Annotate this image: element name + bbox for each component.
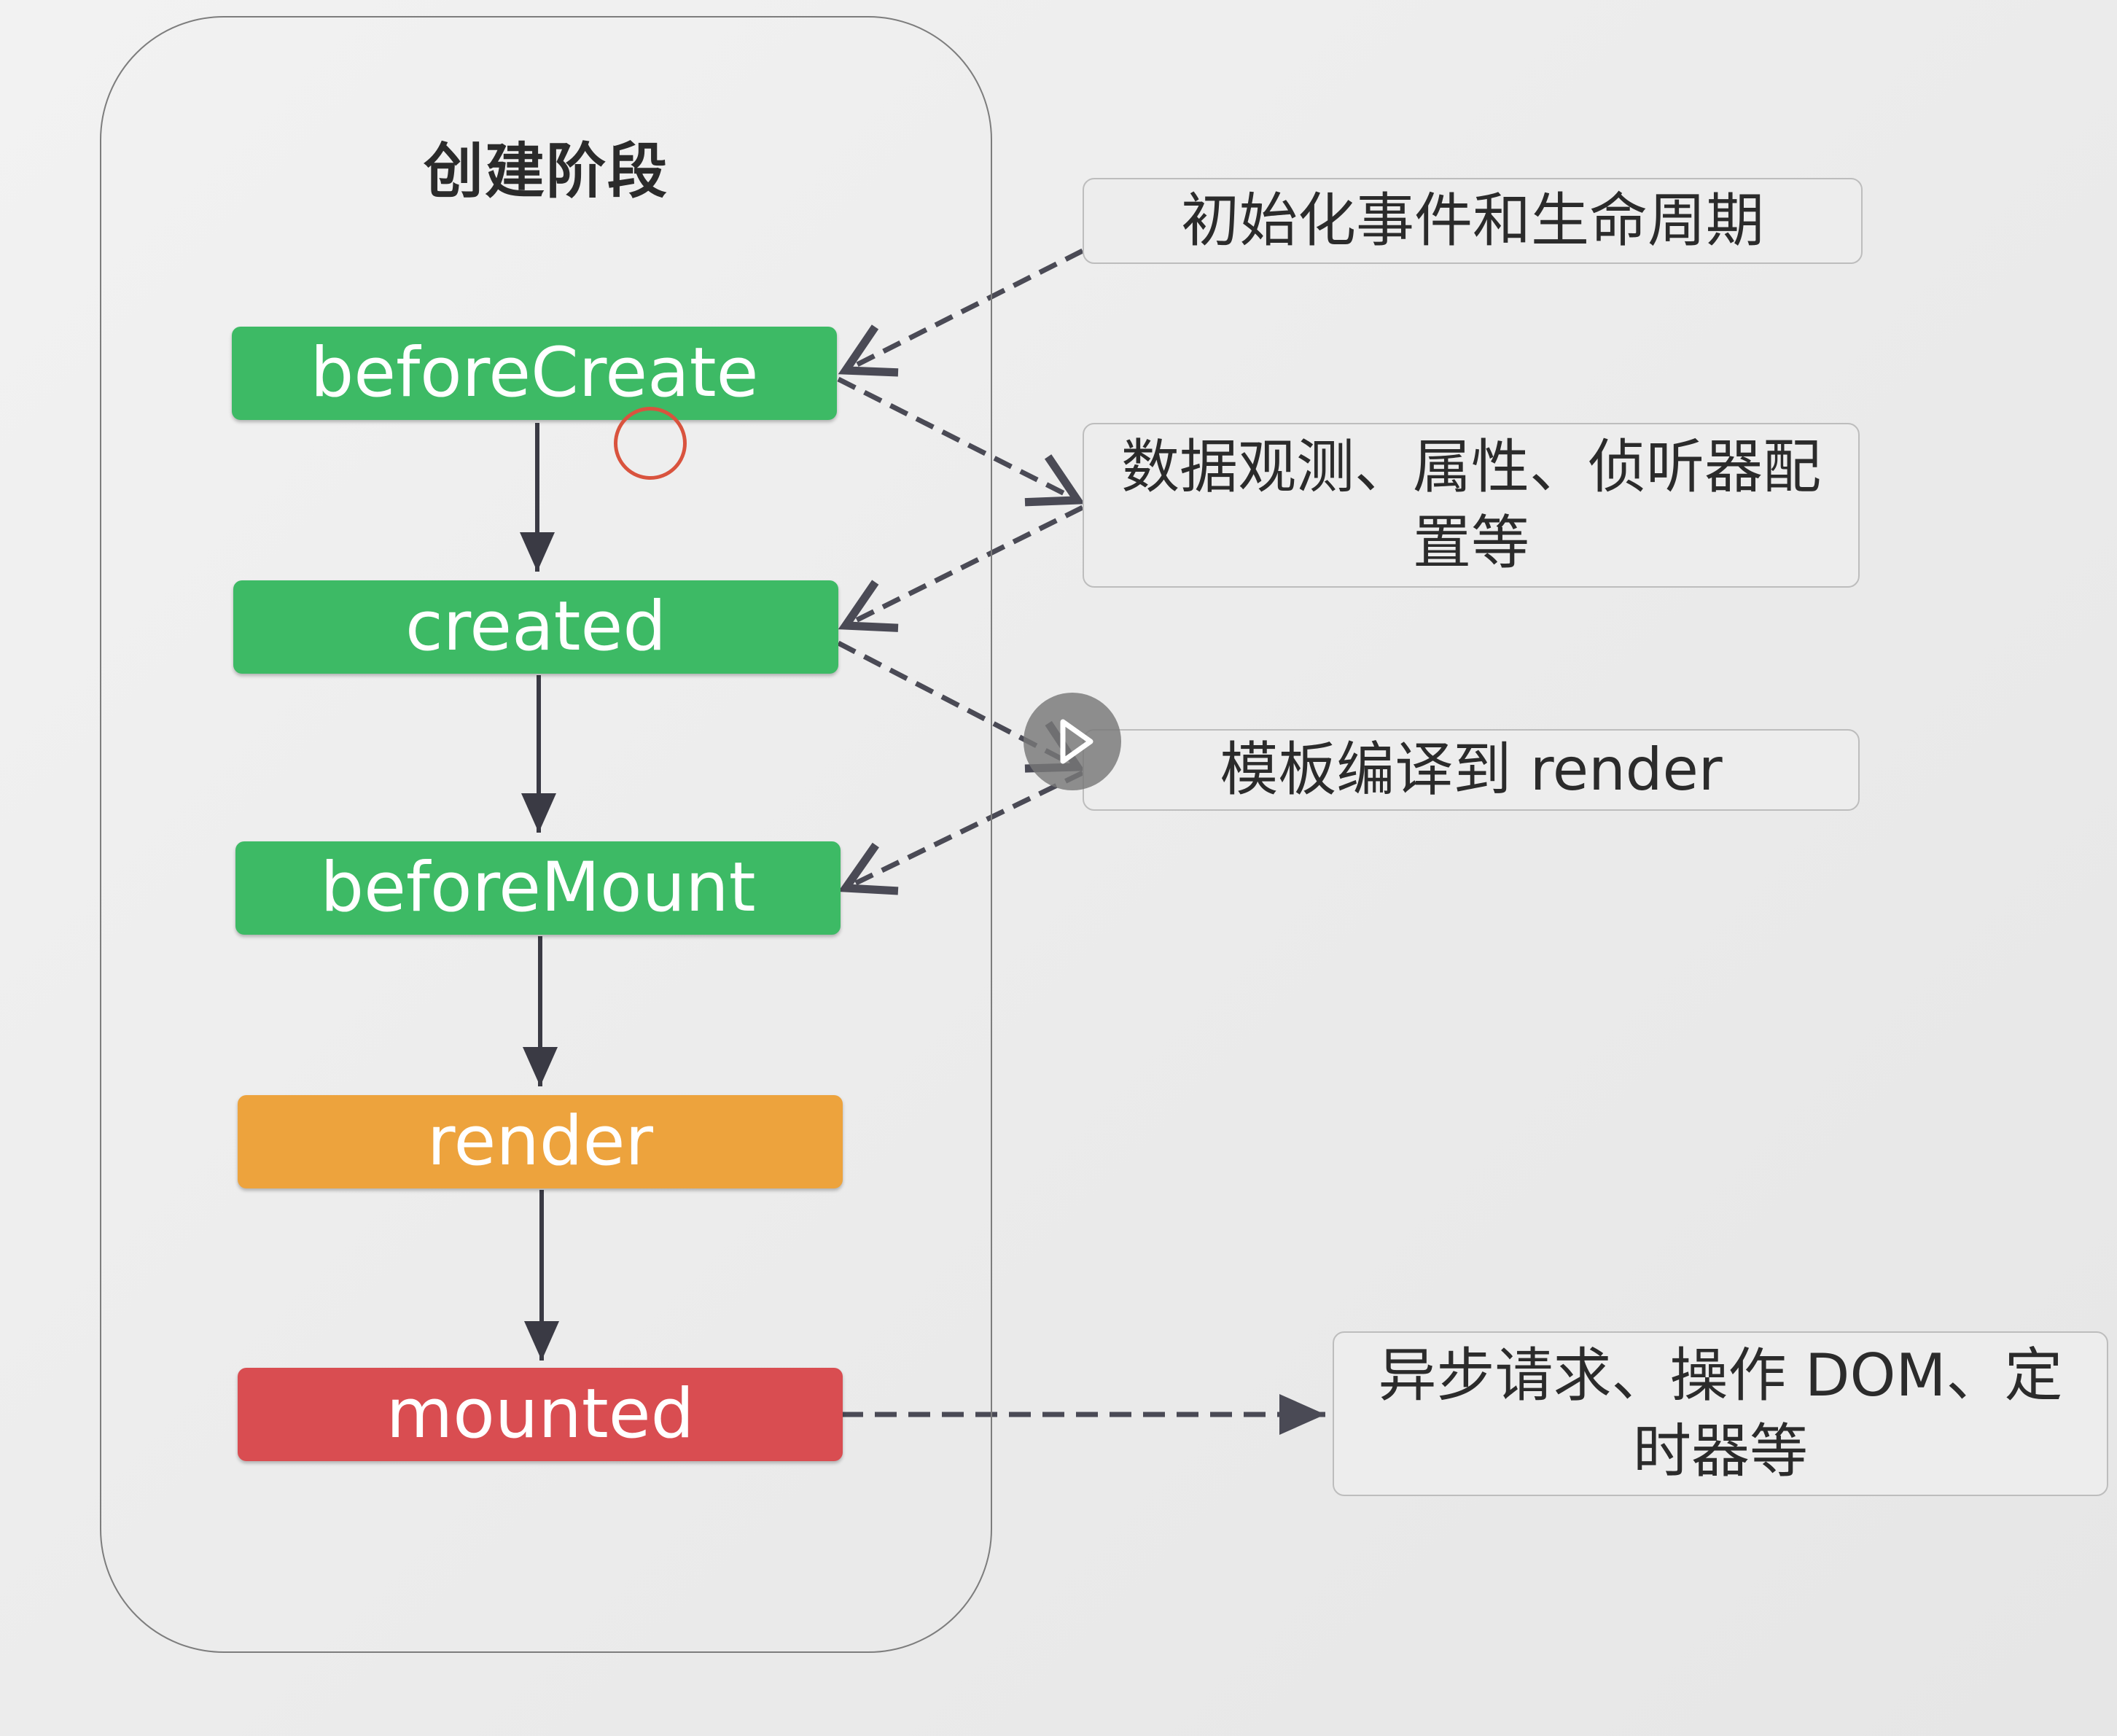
creation-stage-panel (100, 16, 992, 1653)
play-button[interactable] (1024, 693, 1121, 790)
note-data-observation: 数据观测、属性、侦听器配置等 (1083, 423, 1860, 588)
note-async-dom-timers: 异步请求、操作 DOM、定时器等 (1333, 1331, 2108, 1496)
hook-created: created (233, 580, 838, 674)
hook-beforecreate: beforeCreate (232, 327, 837, 420)
hook-mounted: mounted (238, 1368, 843, 1461)
play-icon (1060, 719, 1093, 764)
note-template-compile: 模板编译到 render (1083, 729, 1860, 811)
hook-render: render (238, 1095, 843, 1188)
note-init-events-lifecycle: 初始化事件和生命周期 (1083, 178, 1863, 264)
cursor-ring-icon (614, 407, 687, 480)
stage-title: 创建阶段 (423, 137, 668, 206)
hook-beforemount: beforeMount (235, 841, 841, 935)
